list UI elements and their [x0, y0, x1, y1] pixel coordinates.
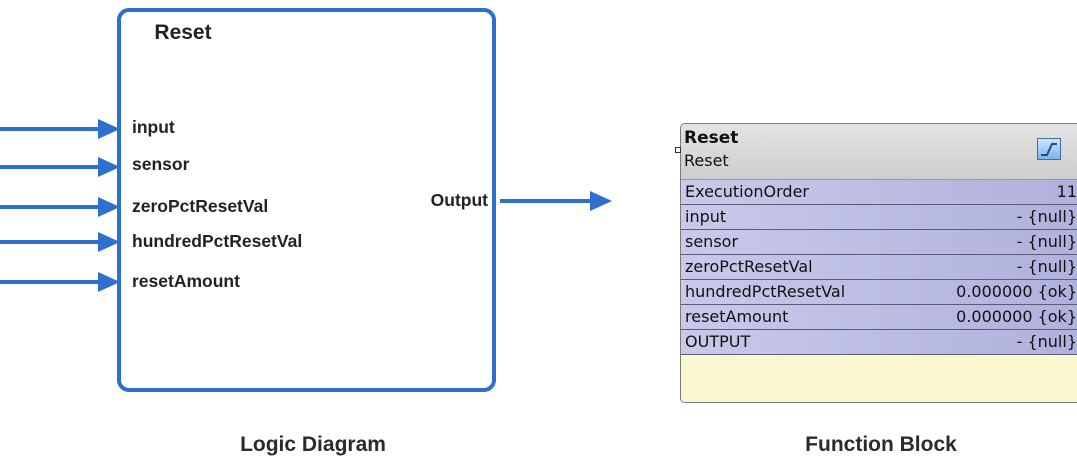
pin-label-hundred-pct-reset-val: hundredPctResetVal: [132, 231, 303, 251]
slot-value: 11: [1056, 182, 1077, 201]
pin-label-reset-amount: resetAmount: [132, 271, 240, 291]
slot-name: OUTPUT: [685, 332, 751, 351]
slot-row-zero-pct-reset-val[interactable]: zeroPctResetVal - {null}: [681, 255, 1077, 280]
input-wire-sensor[interactable]: [0, 157, 120, 177]
slot-row-hundred-pct-reset-val[interactable]: hundredPctResetVal 0.000000 {ok}: [681, 280, 1077, 305]
slot-value: - {null}: [1016, 332, 1077, 351]
slot-name: input: [685, 207, 727, 226]
function-block[interactable]: Reset Reset ExecutionOrder 11 input - {n…: [680, 123, 1077, 403]
slot-value: - {null}: [1016, 207, 1077, 226]
output-wire[interactable]: [500, 191, 612, 211]
input-wire-zero-pct-reset-val[interactable]: [0, 197, 120, 217]
input-wire-reset-amount[interactable]: [0, 272, 120, 292]
function-block-footer: [681, 380, 1077, 402]
slot-name: sensor: [685, 232, 739, 251]
slot-value: 0.000000 {ok}: [956, 307, 1077, 326]
function-block-subtitle: Reset: [684, 151, 729, 170]
trend-chart-icon[interactable]: [1037, 138, 1061, 160]
slot-value: 0.000000 {ok}: [956, 282, 1077, 301]
input-wire-hundred-pct-reset-val[interactable]: [0, 232, 120, 252]
pin-label-output: Output: [430, 190, 488, 210]
slot-row-reset-amount[interactable]: resetAmount 0.000000 {ok}: [681, 305, 1077, 330]
slot-value: - {null}: [1016, 257, 1077, 276]
pin-label-zero-pct-reset-val: zeroPctResetVal: [132, 196, 269, 216]
link-handle[interactable]: [675, 147, 681, 153]
slot-value: - {null}: [1016, 232, 1077, 251]
pin-label-sensor: sensor: [132, 154, 190, 174]
slot-row-sensor[interactable]: sensor - {null}: [681, 230, 1077, 255]
input-wire-input[interactable]: [0, 119, 120, 139]
pin-label-input: input: [132, 117, 175, 137]
slot-row-input[interactable]: input - {null}: [681, 205, 1077, 230]
slot-name: ExecutionOrder: [685, 182, 809, 201]
logic-block[interactable]: [117, 8, 496, 392]
function-block-header[interactable]: Reset Reset: [681, 124, 1077, 180]
slot-name: hundredPctResetVal: [685, 282, 846, 301]
slot-row-output[interactable]: OUTPUT - {null}: [681, 330, 1077, 355]
slot-row-execution-order[interactable]: ExecutionOrder 11: [681, 180, 1077, 205]
function-block-title: Reset: [684, 128, 739, 148]
slot-name: resetAmount: [685, 307, 789, 326]
slot-name: zeroPctResetVal: [685, 257, 813, 276]
